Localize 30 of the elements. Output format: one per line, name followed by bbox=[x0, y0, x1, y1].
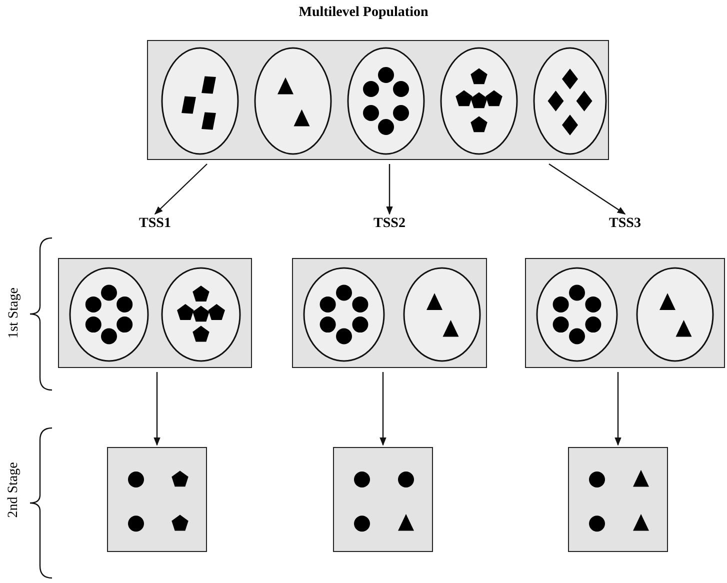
cluster-ellipse bbox=[536, 267, 618, 362]
population-panel bbox=[147, 40, 609, 160]
arrow bbox=[386, 164, 393, 215]
stage-group bbox=[525, 216, 725, 368]
sample-square bbox=[107, 447, 207, 552]
stage-label: 1st Stage bbox=[6, 288, 22, 338]
group-heading: TSS3 bbox=[608, 216, 642, 232]
cluster-ellipse bbox=[533, 47, 607, 155]
cluster-ellipse bbox=[403, 267, 481, 362]
stage-label: 2nd Stage bbox=[6, 462, 22, 518]
stage-group bbox=[292, 216, 487, 368]
group-heading: TSS2 bbox=[372, 216, 406, 232]
diagram-title: Multilevel Population bbox=[298, 5, 430, 21]
sample-square bbox=[568, 447, 668, 552]
cluster-ellipse bbox=[440, 47, 518, 155]
cluster-ellipse bbox=[636, 267, 714, 362]
cluster-ellipse bbox=[161, 47, 239, 155]
cluster-ellipse bbox=[347, 47, 425, 155]
stage-group bbox=[58, 216, 252, 368]
cluster-ellipse bbox=[161, 267, 241, 362]
arrow bbox=[154, 164, 208, 215]
arrow bbox=[548, 164, 626, 214]
arrow bbox=[614, 372, 622, 446]
cluster-ellipse bbox=[303, 267, 385, 362]
group-heading: TSS1 bbox=[138, 216, 172, 232]
arrow bbox=[154, 372, 160, 446]
cluster-ellipse bbox=[254, 47, 332, 155]
cluster-ellipse bbox=[69, 267, 149, 362]
sample-square bbox=[333, 447, 433, 552]
arrow bbox=[380, 372, 386, 446]
